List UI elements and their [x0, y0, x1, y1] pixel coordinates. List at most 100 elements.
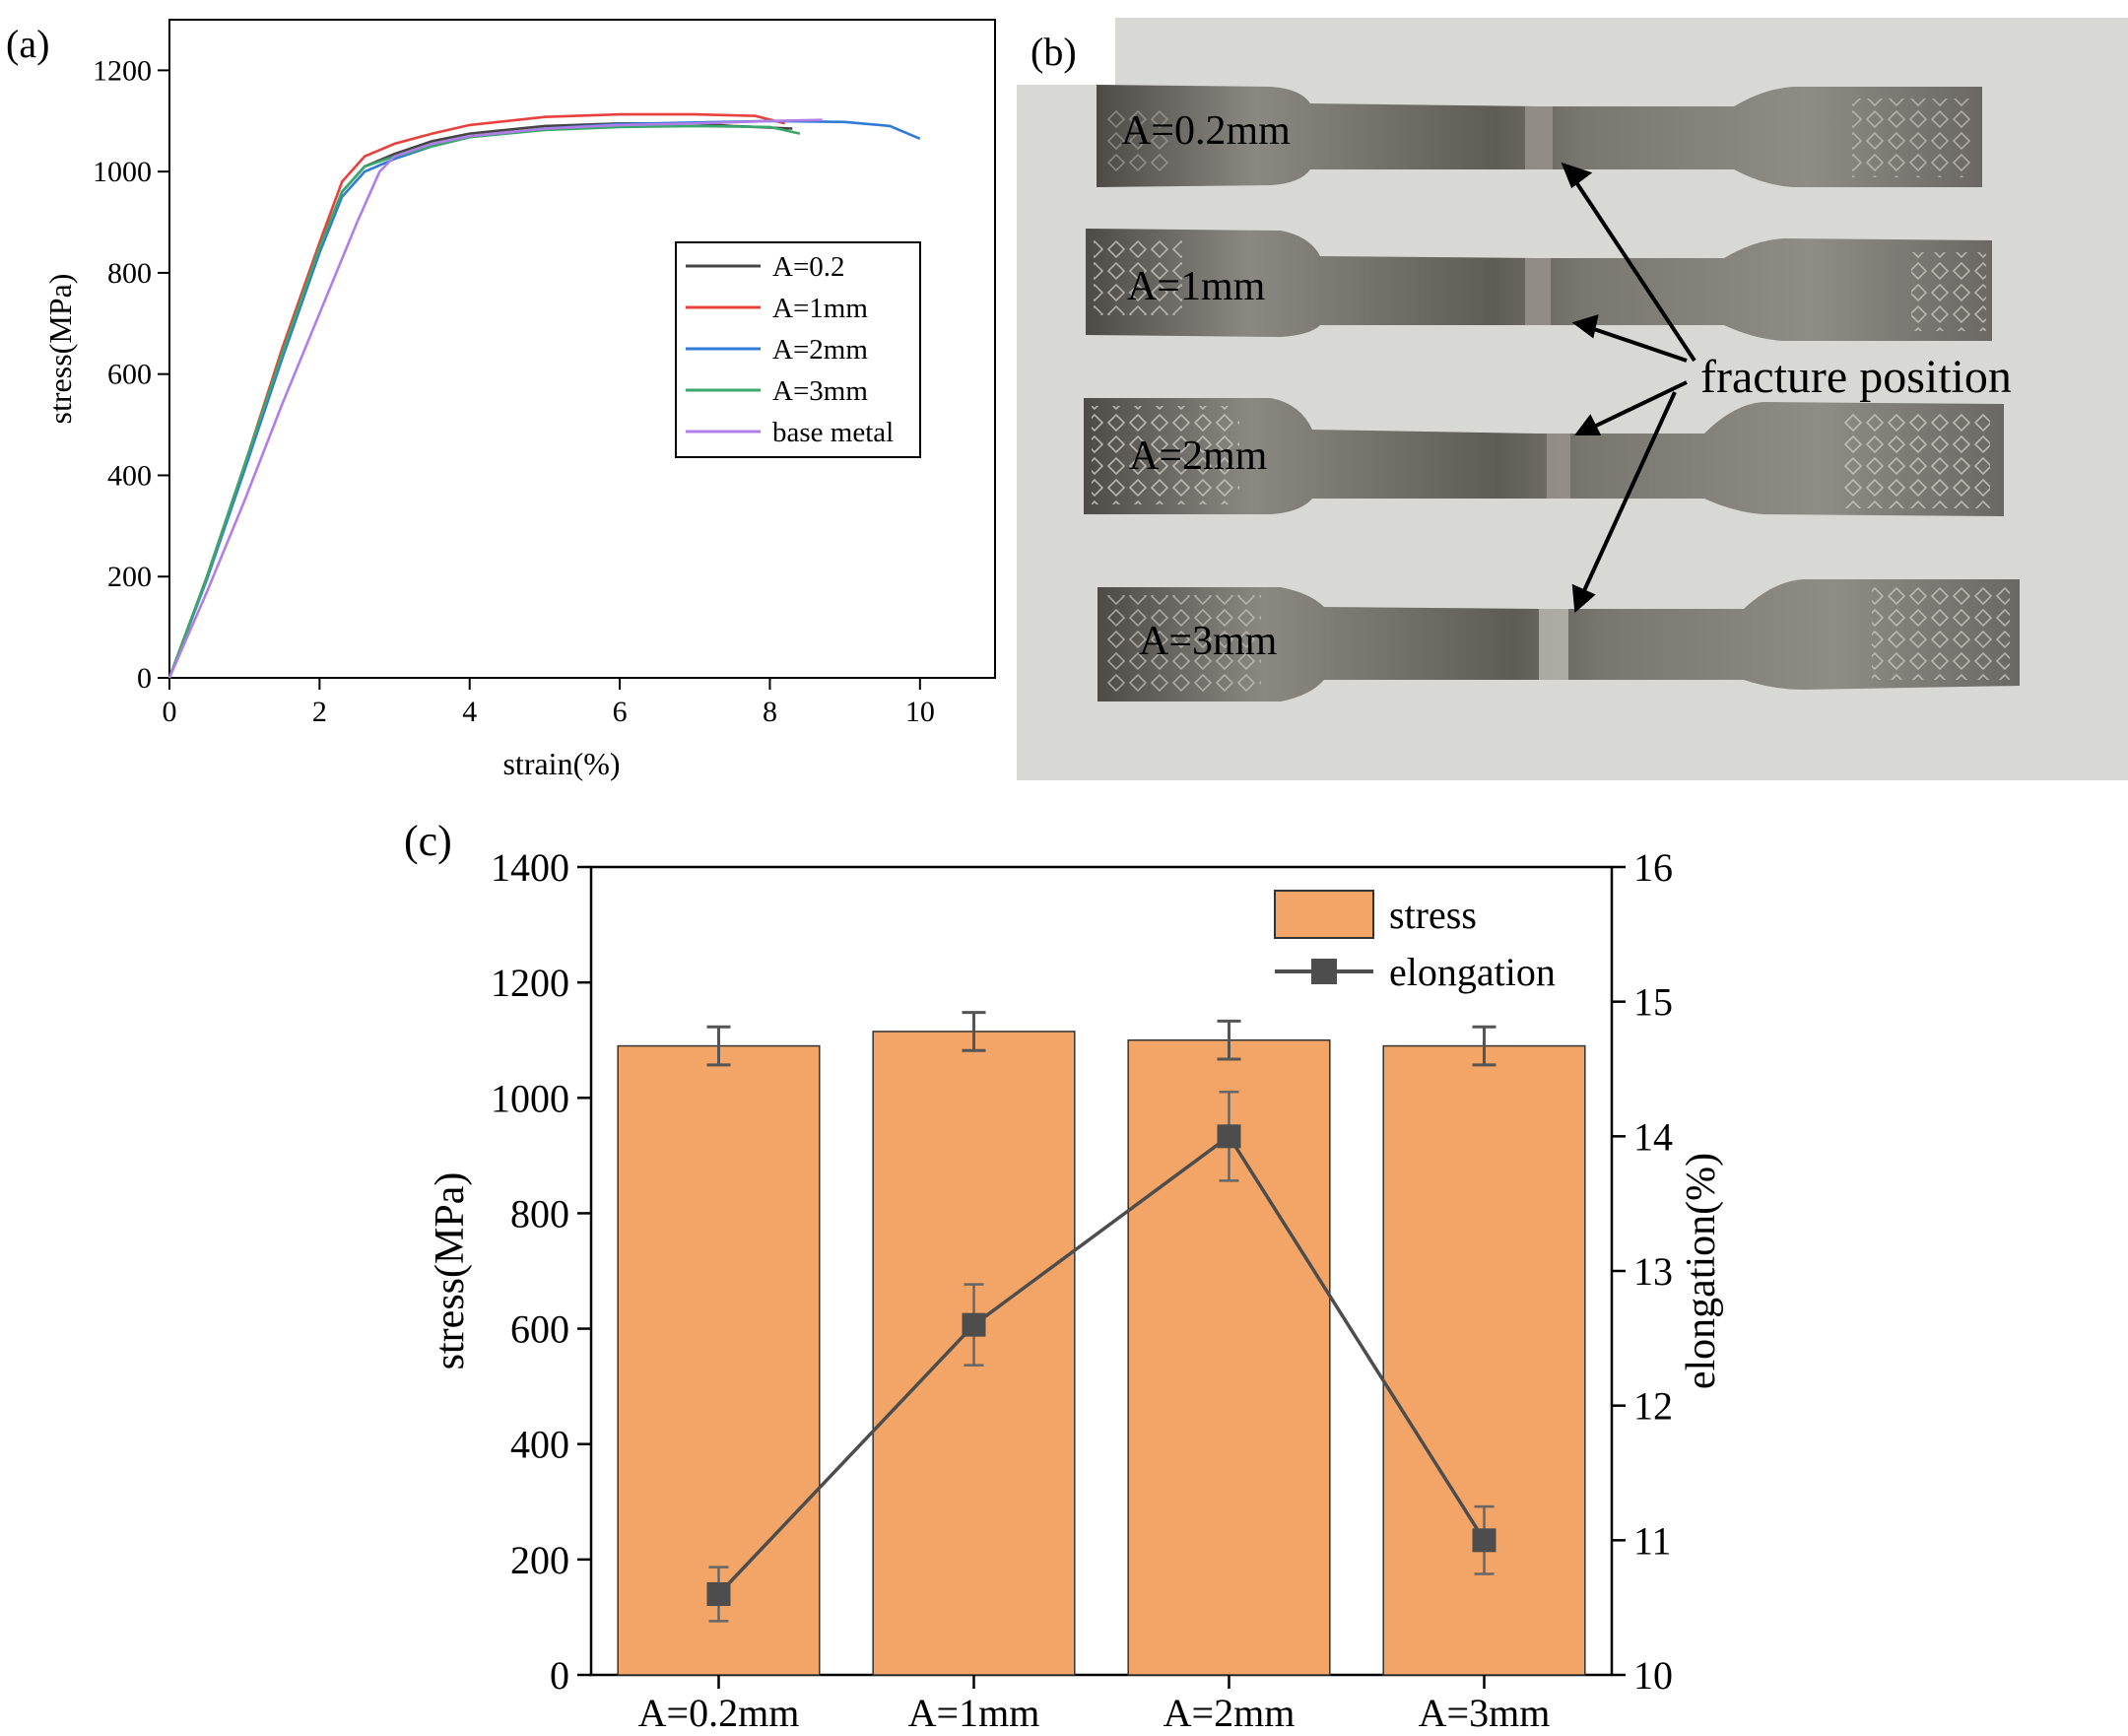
- legend-elongation-marker: [1311, 959, 1337, 984]
- panel-a-xtick-label: 10: [905, 696, 935, 728]
- panel-a-series-line-5: [167, 118, 823, 679]
- panel-a-ticks: 0 2 4 6 8 10 0 200 400 600 800 1000 1200: [93, 54, 935, 728]
- panel-c-xtick-label: A=3mm: [1419, 1691, 1551, 1735]
- specimen-2-weld: [1525, 258, 1551, 325]
- legend-elongation-label: elongation: [1389, 950, 1556, 994]
- stress-bar: [1382, 1044, 1586, 1676]
- panel-c-ytick-label: 0: [550, 1653, 569, 1698]
- specimen-1-weld: [1525, 106, 1553, 169]
- fracture-position-label: fracture position: [1700, 351, 2012, 403]
- specimen-4-grip-texture-left: [1103, 595, 1261, 694]
- elongation-point: [1217, 1124, 1241, 1149]
- panel-c-ytick-label: 200: [510, 1538, 569, 1582]
- panel-b: (b) A=0.2mm: [1017, 18, 2128, 780]
- panel-c-ytick-label: 800: [510, 1191, 569, 1235]
- panel-c-elongation-series: [706, 1090, 1496, 1623]
- panel-c-y2tick-label: 13: [1633, 1249, 1673, 1294]
- panel-c-legend: stress elongation: [1274, 890, 1556, 994]
- specimen-3-body: [1084, 398, 2004, 516]
- panel-a-plot-frame: [168, 19, 996, 679]
- panel-a-xlabel: strain(%): [502, 746, 620, 781]
- stress-error-bar: [1217, 1019, 1241, 1061]
- specimen-3-grip-texture-right: [1842, 414, 1990, 508]
- legend-stress-label: stress: [1389, 893, 1477, 937]
- arrow-3-head: [1574, 414, 1602, 435]
- specimen-2-grip-texture-left: [1094, 236, 1182, 315]
- panel-a-ytick-label: 800: [107, 257, 152, 290]
- specimen-1: A=0.2mm: [1097, 85, 1982, 187]
- panel-c-y2tick-label: 12: [1633, 1384, 1673, 1429]
- panel-a-legend-label: base metal: [772, 417, 894, 448]
- specimen-1-label: A=0.2mm: [1121, 108, 1291, 154]
- specimen-2-label: A=1mm: [1127, 264, 1266, 309]
- panel-a-xtick-label: 6: [613, 696, 628, 728]
- panel-c-ytick-label: 400: [510, 1423, 569, 1467]
- panel-c-ytick-label: 1200: [491, 961, 569, 1005]
- panel-c-ytick-label: 600: [510, 1307, 569, 1352]
- panel-c-xtick-label: A=1mm: [908, 1691, 1040, 1735]
- specimen-3: A=2mm: [1084, 398, 2004, 516]
- panel-c-y2label: elongation(%): [1679, 1153, 1724, 1389]
- panel-a-xtick-label: 0: [163, 696, 177, 728]
- arrow-4-head: [1571, 583, 1596, 614]
- panel-a-ylabel: stress(MPa): [42, 274, 78, 425]
- arrow-2-head: [1571, 314, 1599, 339]
- specimen-3-label: A=2mm: [1129, 434, 1268, 479]
- panel-b-label: (b): [1031, 30, 1077, 74]
- panel-a-legend-label: A=0.2: [772, 251, 845, 283]
- specimen-2-grip-texture-right: [1911, 252, 1986, 331]
- specimen-2: A=1mm: [1086, 229, 1992, 341]
- specimen-4-grip-texture-right: [1872, 585, 2010, 680]
- photo-label-area: [1017, 18, 1115, 85]
- panel-c-xtick-label: A=2mm: [1164, 1691, 1296, 1735]
- panel-a-legend-label: A=2mm: [772, 334, 868, 366]
- panel-c-bars: [617, 1011, 1586, 1676]
- elongation-point: [1472, 1528, 1496, 1553]
- panel-c: (c) 020040060080010001200140010111213141…: [404, 817, 1724, 1735]
- specimen-3-weld: [1547, 434, 1570, 499]
- arrow-4: [1580, 391, 1677, 596]
- fracture-arrows: [1561, 162, 1696, 614]
- panel-c-ytick-label: 1000: [491, 1076, 569, 1120]
- panel-a-xtick-label: 2: [312, 696, 327, 728]
- specimen-3-grip-texture-left: [1092, 406, 1239, 504]
- panel-c-y2tick-label: 14: [1633, 1114, 1673, 1159]
- arrow-1-head: [1561, 162, 1593, 189]
- panel-a-ytick-label: 400: [107, 459, 152, 492]
- panel-a-label: (a): [6, 22, 49, 66]
- stress-error-bar: [1472, 1025, 1496, 1067]
- panel-a-ytick-label: 200: [107, 561, 152, 593]
- panel-c-ticks: 020040060080010001200140010111213141516A…: [491, 845, 1673, 1735]
- legend-stress-swatch: [1274, 890, 1374, 939]
- arrow-2: [1587, 325, 1688, 363]
- specimen-4-weld: [1539, 609, 1568, 680]
- panel-a-ytick-label: 600: [107, 359, 152, 391]
- arrow-1: [1572, 177, 1696, 363]
- panel-c-y2tick-label: 10: [1633, 1653, 1673, 1698]
- panel-a-legend-label: A=3mm: [772, 375, 868, 407]
- panel-c-ylabel: stress(MPa): [428, 1172, 473, 1370]
- elongation-line: [717, 1133, 1486, 1596]
- panel-c-y2tick-label: 15: [1633, 980, 1673, 1025]
- panel-a-legend-label: A=1mm: [772, 293, 868, 324]
- stress-error-bar: [962, 1011, 986, 1052]
- panel-a-series: [167, 112, 921, 679]
- elongation-point: [706, 1582, 731, 1606]
- panel-c-ytick-label: 1400: [491, 845, 569, 890]
- specimen-1-grip-texture-right: [1852, 99, 1970, 177]
- panel-c-y2tick-label: 11: [1633, 1518, 1672, 1563]
- panel-a-ytick-label: 1200: [93, 54, 152, 87]
- panel-c-xtick-label: A=0.2mm: [638, 1691, 800, 1735]
- panel-a: (a) 0 2 4 6 8 10 0 200 400 600 800 1000 1200 strain(…: [6, 19, 996, 781]
- panel-a-ytick-label: 1000: [93, 156, 152, 188]
- panel-a-xtick-label: 4: [462, 696, 477, 728]
- arrow-3: [1591, 380, 1688, 430]
- specimen-4: A=3mm: [1097, 579, 2020, 701]
- panel-a-ytick-label: 0: [137, 662, 152, 695]
- panel-a-xtick-label: 8: [763, 696, 777, 728]
- elongation-point: [962, 1312, 986, 1337]
- specimen-1-grip-texture-left: [1103, 106, 1172, 175]
